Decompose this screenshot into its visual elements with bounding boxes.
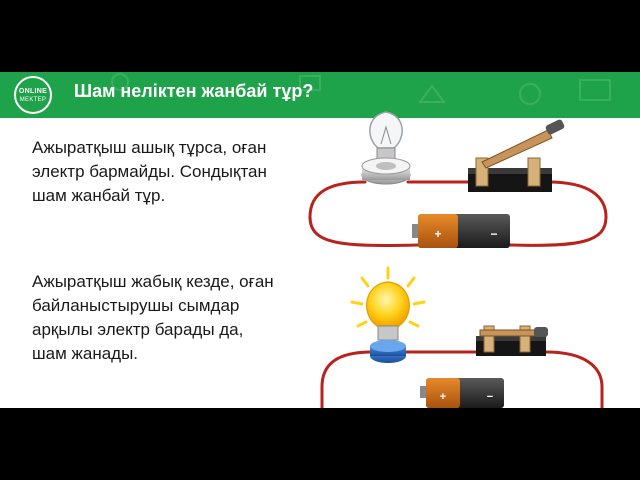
circuit-closed: + − <box>320 266 604 408</box>
paragraph-open-switch: Ажыратқыш ашық тұрса, оған электр бармай… <box>32 136 302 208</box>
slide-title: Шам неліктен жанбай тұр? <box>74 81 314 101</box>
paragraph-line: Ажыратқыш жабық кезде, оған <box>32 272 274 291</box>
battery-minus-label: − <box>487 391 493 403</box>
paragraph-line: шам жанбай тұр. <box>32 186 166 205</box>
paragraph-line: байланыстырушы сымдар <box>32 296 240 315</box>
logo-text-bottom: MEKTEP <box>19 97 47 103</box>
light-bulb-off-icon <box>361 111 411 185</box>
slide: ONLINE MEKTEP Шам неліктен жанбай тұр? А… <box>0 72 640 408</box>
paragraph-line: арқылы электр барады да, <box>32 320 244 339</box>
banner-pattern <box>111 73 611 105</box>
logo-text-top: ONLINE <box>18 88 48 95</box>
battery-plus-label: + <box>440 391 446 403</box>
paragraph-line: электр бармайды. Сондықтан <box>32 162 267 181</box>
online-mektep-logo: ONLINE MEKTEP <box>14 76 52 114</box>
title-banner: ONLINE MEKTEP Шам неліктен жанбай тұр? <box>0 72 640 118</box>
battery-plus-label: + <box>434 227 441 241</box>
circuit-illustrations: + − <box>308 111 608 408</box>
open-switch-icon <box>468 119 565 192</box>
battery-minus-label: − <box>490 227 497 241</box>
paragraph-line: Ажыратқыш ашық тұрса, оған <box>32 138 267 157</box>
wire <box>308 180 608 247</box>
battery-icon: + − <box>412 214 510 248</box>
battery-icon: + − <box>420 378 504 408</box>
paragraph-line: шам жанады. <box>32 344 139 363</box>
wire <box>320 350 604 408</box>
paragraph-closed-switch: Ажыратқыш жабық кезде, оған байланыстыру… <box>32 270 302 366</box>
circuit-open: + − <box>308 111 608 248</box>
light-bulb-on-icon <box>350 266 426 363</box>
closed-switch-icon <box>476 325 548 356</box>
